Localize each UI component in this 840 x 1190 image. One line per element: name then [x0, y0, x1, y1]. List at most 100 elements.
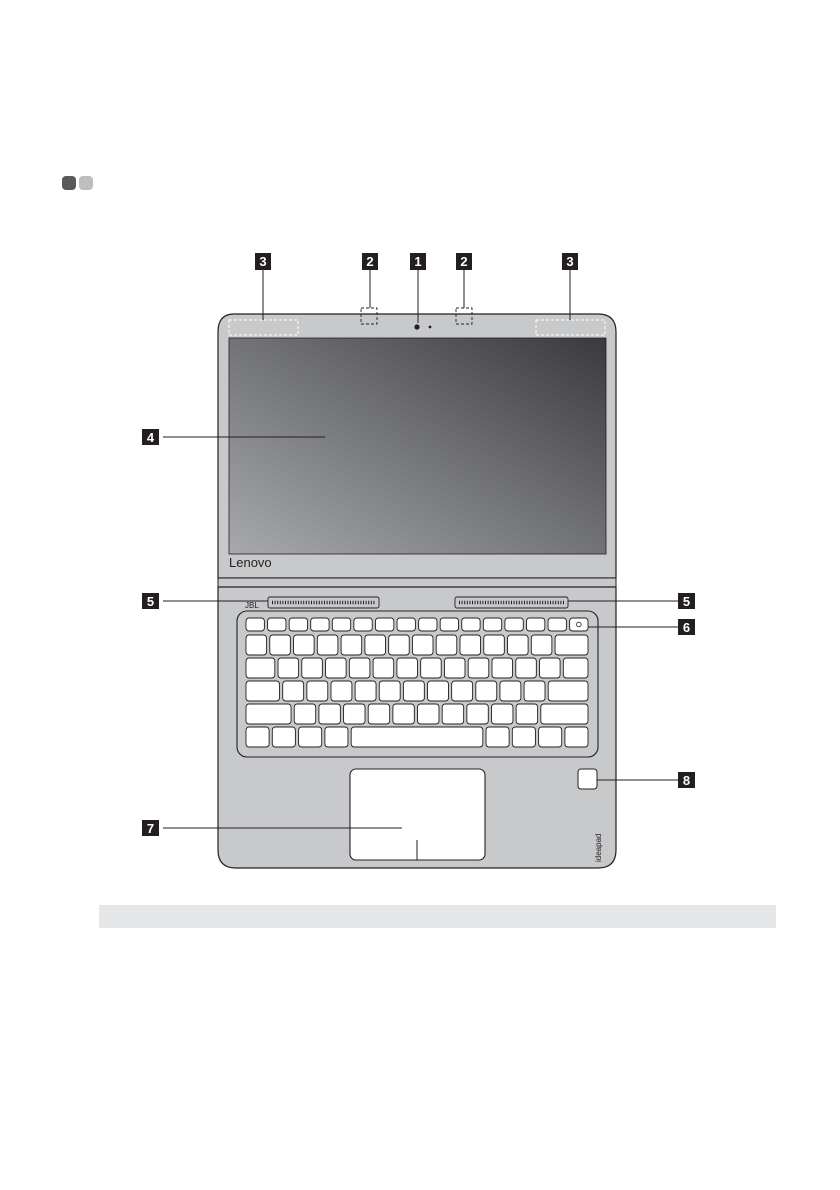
key	[516, 658, 537, 678]
key	[373, 658, 394, 678]
key	[355, 681, 376, 701]
callout-camera: 1	[410, 253, 426, 270]
key	[492, 658, 513, 678]
key	[531, 635, 552, 655]
key	[272, 727, 295, 747]
callout-display: 4	[142, 429, 159, 445]
key	[524, 681, 545, 701]
key	[319, 704, 340, 724]
svg-text:7: 7	[147, 821, 154, 836]
key	[403, 681, 424, 701]
key-function	[289, 618, 307, 631]
fingerprint-reader	[578, 769, 597, 789]
display-screen	[229, 338, 606, 554]
key	[484, 635, 505, 655]
camera-indicator	[429, 326, 432, 329]
key	[563, 658, 588, 678]
key	[555, 635, 588, 655]
key-power	[570, 618, 588, 631]
key	[246, 727, 269, 747]
speaker-left	[268, 597, 379, 608]
key	[317, 635, 338, 655]
key	[412, 635, 433, 655]
callout-touchpad: 7	[142, 820, 159, 836]
svg-text:4: 4	[147, 430, 155, 445]
key-function	[526, 618, 544, 631]
key	[326, 658, 347, 678]
key	[491, 704, 512, 724]
key-function	[505, 618, 523, 631]
key	[428, 681, 449, 701]
key-function	[462, 618, 480, 631]
key-function	[440, 618, 458, 631]
key	[541, 704, 588, 724]
key	[389, 635, 410, 655]
callout-speaker-left: 5	[142, 593, 159, 609]
key	[476, 681, 497, 701]
key-function	[246, 618, 264, 631]
key	[393, 704, 414, 724]
key	[294, 704, 315, 724]
svg-text:2: 2	[460, 254, 467, 269]
key-function	[397, 618, 415, 631]
key-function	[483, 618, 501, 631]
key	[539, 727, 562, 747]
key	[349, 658, 370, 678]
key	[299, 727, 322, 747]
key-function	[354, 618, 372, 631]
key	[397, 658, 418, 678]
key	[442, 704, 463, 724]
key	[246, 681, 280, 701]
speaker-brand-mark: JBL	[245, 601, 259, 610]
key	[246, 658, 275, 678]
key	[500, 681, 521, 701]
key	[486, 727, 509, 747]
key	[365, 635, 386, 655]
key	[294, 635, 315, 655]
key	[325, 727, 348, 747]
key	[341, 635, 362, 655]
callout-power-button: 6	[678, 619, 695, 635]
key	[283, 681, 304, 701]
key-spacebar	[351, 727, 483, 747]
callout-speaker-right: 5	[678, 593, 695, 609]
svg-text:3: 3	[259, 254, 266, 269]
svg-text:8: 8	[683, 773, 690, 788]
key	[460, 635, 481, 655]
key	[508, 635, 529, 655]
svg-text:3: 3	[566, 254, 573, 269]
brand-logo: Lenovo	[229, 555, 272, 570]
key	[565, 727, 588, 747]
key	[246, 635, 267, 655]
key	[331, 681, 352, 701]
key	[278, 658, 299, 678]
svg-text:2: 2	[366, 254, 373, 269]
series-mark: ideapad	[594, 834, 603, 862]
svg-text:6: 6	[683, 620, 690, 635]
svg-text:5: 5	[683, 594, 690, 609]
key	[379, 681, 400, 701]
key	[436, 635, 457, 655]
key	[468, 658, 489, 678]
callout-antenna-left: 3	[255, 253, 271, 270]
key-function	[311, 618, 329, 631]
key-function	[375, 618, 393, 631]
key-function	[548, 618, 566, 631]
key	[540, 658, 561, 678]
camera-lens	[414, 324, 419, 329]
callout-antenna-right: 3	[562, 253, 578, 270]
key	[368, 704, 389, 724]
key-function	[268, 618, 286, 631]
callout-fingerprint-reader: 8	[678, 772, 695, 788]
key	[344, 704, 365, 724]
key	[246, 704, 291, 724]
key	[270, 635, 291, 655]
callout-microphone-right: 2	[456, 253, 472, 270]
key	[302, 658, 323, 678]
key	[307, 681, 328, 701]
callout-microphone-left: 2	[362, 253, 378, 270]
key	[418, 704, 439, 724]
key	[467, 704, 488, 724]
key	[512, 727, 535, 747]
